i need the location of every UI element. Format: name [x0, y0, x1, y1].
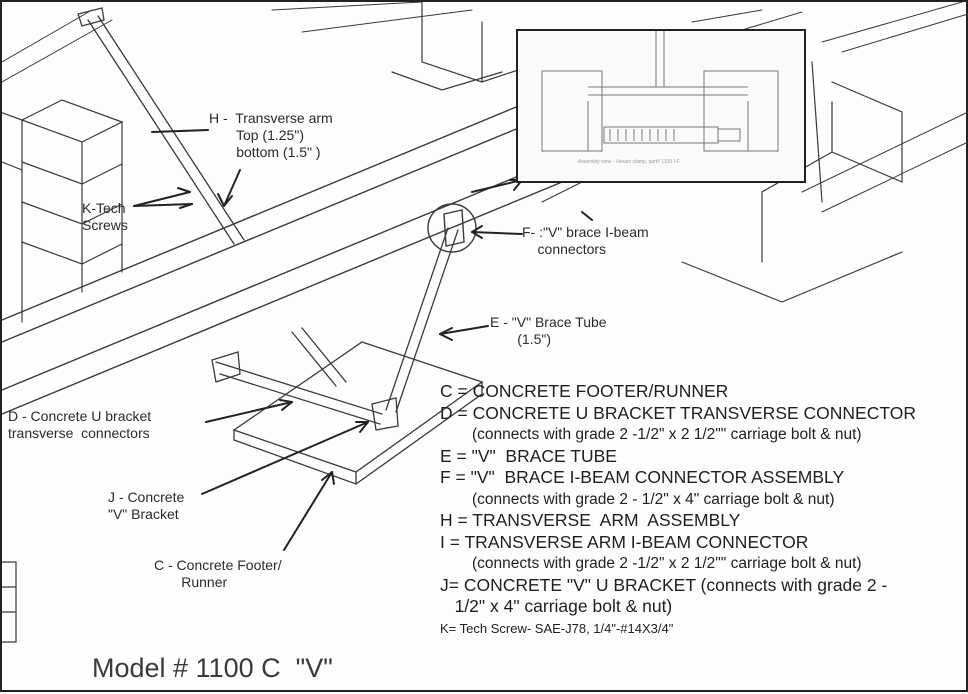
pier-left	[2, 99, 124, 323]
legend-d-detail: (connects with grade 2 -1/2" x 2 1/2"" c…	[472, 426, 862, 443]
legend: C = CONCRETE FOOTER/RUNNER D = CONCRETE …	[440, 381, 916, 640]
legend-j-continued: 1/2" x 4" carriage bolt & nut)	[440, 596, 673, 616]
inset-caption: Assembly view - I-beam clamp, part# 1100…	[578, 159, 680, 165]
legend-i: I = TRANSVERSE ARM I-BEAM CONNECTOR	[440, 531, 809, 552]
concrete-footer	[232, 341, 484, 485]
detail-inset: Assembly view - I-beam clamp, part# 1100…	[516, 29, 806, 183]
pier-top	[391, 2, 543, 91]
model-number: Model # 1100 C "V"	[92, 653, 333, 683]
label-k-tech-screws: K-Tech Screws	[82, 200, 128, 233]
f-connector	[427, 203, 477, 253]
label-d-u-bracket: D - Concrete U bracket transverse connec…	[8, 408, 152, 441]
legend-i-detail: (connects with grade 2 -1/2" x 2 1/2"" c…	[472, 555, 862, 572]
legend-f-detail: (connects with grade 2 - 1/2" x 4" carri…	[472, 490, 835, 508]
label-e-brace-tube: E - "V" Brace Tube (1.5")	[490, 314, 607, 347]
inset-drawing	[541, 31, 779, 152]
transverse-lower-arm	[211, 327, 383, 425]
label-f-connectors: F- :"V" brace I-beam connectors	[522, 224, 649, 257]
legend-k: K= Tech Screw- SAE-J78, 1/4"-#14X3/4"	[440, 620, 674, 636]
legend-d: D = CONCRETE U BRACKET TRANSVERSE CONNEC…	[440, 402, 916, 423]
callout-arrows	[133, 129, 593, 551]
legend-e: E = "V" BRACE TUBE	[440, 445, 617, 466]
label-j-v-bracket: J - Concrete "V" Bracket	[108, 489, 185, 522]
pier-right	[681, 61, 903, 303]
label-h-transverse-arm: H - Transverse arm Top (1.25") bottom (1…	[209, 110, 333, 160]
v-brace-tube	[371, 227, 459, 431]
legend-j: J= CONCRETE "V" U BRACKET (connects with…	[440, 574, 888, 595]
legend-f: F = "V" BRACE I-BEAM CONNECTOR ASSEMBLY	[440, 467, 845, 487]
background-rails	[2, 2, 968, 213]
label-c-footer: C - Concrete Footer/ Runner	[154, 557, 282, 590]
legend-c: C = CONCRETE FOOTER/RUNNER	[440, 381, 729, 401]
pier-bottom-left	[2, 561, 17, 643]
legend-h: H = TRANSVERSE ARM ASSEMBLY	[440, 510, 741, 530]
